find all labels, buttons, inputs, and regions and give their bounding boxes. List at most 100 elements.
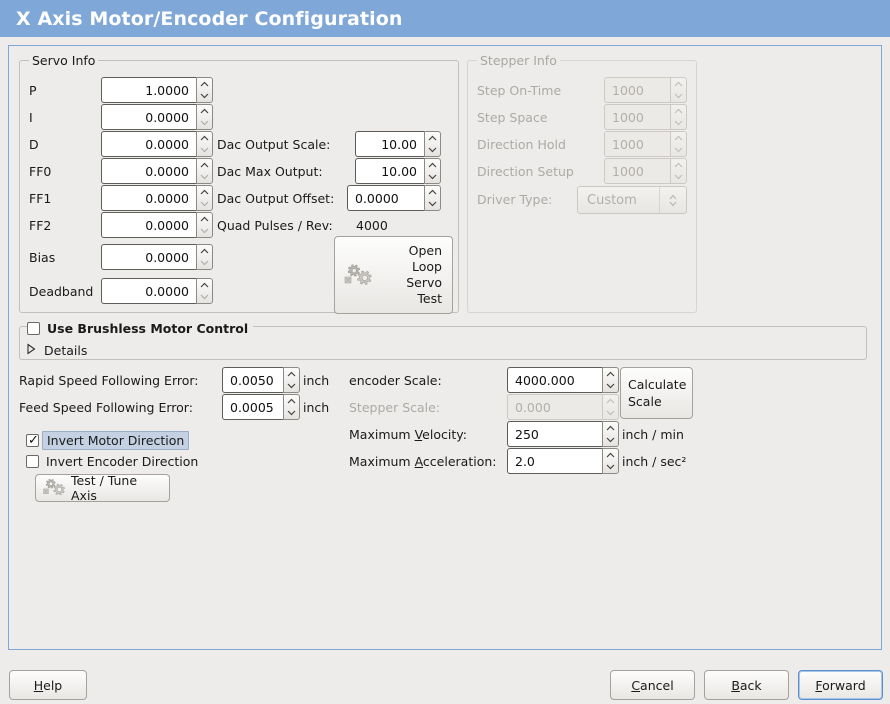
dac-output-offset-buttons[interactable] bbox=[424, 185, 441, 211]
spin-down-icon[interactable] bbox=[425, 198, 440, 210]
rapid-speed-following-error-spin[interactable]: 0.0050 bbox=[222, 367, 300, 393]
servo-spin-i-buttons[interactable] bbox=[196, 104, 213, 130]
checkbox-box[interactable] bbox=[26, 455, 39, 468]
spin-down-icon[interactable] bbox=[603, 461, 618, 473]
servo-spin-bias-buttons[interactable] bbox=[196, 244, 213, 270]
servo-spin-d-buttons[interactable] bbox=[196, 131, 213, 157]
back-button[interactable]: Back bbox=[704, 670, 789, 700]
spin-down-icon[interactable] bbox=[603, 380, 618, 392]
spin-up-icon[interactable] bbox=[603, 449, 618, 461]
feed-speed-following-error-value[interactable]: 0.0005 bbox=[222, 394, 283, 420]
max-velocity-pre: Maximum bbox=[349, 427, 415, 442]
spin-down-icon[interactable] bbox=[284, 407, 299, 419]
maximum-acceleration-value[interactable]: 2.0 bbox=[507, 448, 602, 474]
servo-spin-ff0[interactable]: 0.0000 bbox=[101, 158, 213, 184]
dac-output-scale-buttons[interactable] bbox=[424, 131, 441, 157]
servo-spin-deadband[interactable]: 0.0000 bbox=[101, 278, 213, 304]
stepper-scale-spin: 0.000 bbox=[507, 394, 619, 420]
spin-up-icon[interactable] bbox=[425, 159, 440, 171]
servo-spin-ff2-value[interactable]: 0.0000 bbox=[101, 212, 196, 238]
help-button[interactable]: Help bbox=[9, 670, 87, 700]
servo-spin-i[interactable]: 0.0000 bbox=[101, 104, 213, 130]
servo-spin-ff1-value[interactable]: 0.0000 bbox=[101, 185, 196, 211]
rapid-speed-following-error-value[interactable]: 0.0050 bbox=[222, 367, 283, 393]
servo-spin-ff2-buttons[interactable] bbox=[196, 212, 213, 238]
spin-up-icon[interactable] bbox=[425, 132, 440, 144]
spin-down-icon[interactable] bbox=[197, 291, 212, 303]
spin-down-icon[interactable] bbox=[197, 225, 212, 237]
triangle-right-icon[interactable] bbox=[26, 343, 36, 358]
maximum-velocity-buttons[interactable] bbox=[602, 421, 619, 447]
feed-speed-spin-buttons[interactable] bbox=[283, 394, 300, 420]
spin-up-icon[interactable] bbox=[284, 395, 299, 407]
dac-output-scale-value[interactable]: 10.00 bbox=[355, 131, 424, 157]
forward-button[interactable]: Forward bbox=[798, 670, 883, 700]
servo-spin-d-value[interactable]: 0.0000 bbox=[101, 131, 196, 157]
spin-down-icon[interactable] bbox=[425, 144, 440, 156]
use-brushless-motor-control-checkbox[interactable]: Use Brushless Motor Control bbox=[27, 321, 254, 336]
test-tune-axis-button[interactable]: Test / Tune Axis bbox=[35, 473, 170, 503]
servo-spin-ff0-value[interactable]: 0.0000 bbox=[101, 158, 196, 184]
servo-spin-p-buttons[interactable] bbox=[196, 77, 213, 103]
spin-down-icon[interactable] bbox=[197, 117, 212, 129]
dac-max-output-value[interactable]: 10.00 bbox=[355, 158, 424, 184]
spin-down-icon[interactable] bbox=[284, 380, 299, 392]
servo-spin-ff2[interactable]: 0.0000 bbox=[101, 212, 213, 238]
encoder-scale-buttons[interactable] bbox=[602, 367, 619, 393]
servo-spin-i-value[interactable]: 0.0000 bbox=[101, 104, 196, 130]
servo-label-p: P bbox=[29, 83, 37, 98]
servo-spin-d[interactable]: 0.0000 bbox=[101, 131, 213, 157]
dac-output-offset-value[interactable]: 0.0000 bbox=[347, 185, 424, 211]
spin-up-icon[interactable] bbox=[425, 186, 440, 198]
dac-output-offset-spin[interactable]: 0.0000 bbox=[347, 185, 441, 211]
spin-down-icon[interactable] bbox=[197, 257, 212, 269]
servo-spin-ff1-buttons[interactable] bbox=[196, 185, 213, 211]
servo-spin-bias[interactable]: 0.0000 bbox=[101, 244, 213, 270]
maximum-acceleration-spin[interactable]: 2.0 bbox=[507, 448, 619, 474]
invert-motor-direction-checkbox[interactable]: ✓ Invert Motor Direction bbox=[26, 431, 190, 450]
spin-up-icon[interactable] bbox=[197, 186, 212, 198]
spin-down-icon[interactable] bbox=[197, 171, 212, 183]
dac-max-output-buttons[interactable] bbox=[424, 158, 441, 184]
spin-down-icon[interactable] bbox=[197, 90, 212, 102]
servo-spin-ff0-buttons[interactable] bbox=[196, 158, 213, 184]
servo-spin-p-value[interactable]: 1.0000 bbox=[101, 77, 196, 103]
spin-up-icon[interactable] bbox=[197, 78, 212, 90]
spin-up-icon[interactable] bbox=[197, 279, 212, 291]
dac-output-scale-spin[interactable]: 10.00 bbox=[355, 131, 441, 157]
cancel-button[interactable]: Cancel bbox=[610, 670, 695, 700]
spin-up-icon[interactable] bbox=[197, 245, 212, 257]
spin-down-icon[interactable] bbox=[425, 171, 440, 183]
spin-up-icon[interactable] bbox=[197, 213, 212, 225]
dac-max-output-spin[interactable]: 10.00 bbox=[355, 158, 441, 184]
stepper-scale-label: Stepper Scale: bbox=[349, 400, 441, 415]
invert-encoder-direction-checkbox[interactable]: Invert Encoder Direction bbox=[26, 454, 198, 469]
checkbox-box[interactable] bbox=[27, 322, 40, 335]
maximum-acceleration-buttons[interactable] bbox=[602, 448, 619, 474]
checkbox-box[interactable]: ✓ bbox=[26, 434, 39, 447]
servo-spin-deadband-buttons[interactable] bbox=[196, 278, 213, 304]
servo-spin-ff1[interactable]: 0.0000 bbox=[101, 185, 213, 211]
spin-down-icon[interactable] bbox=[603, 434, 618, 446]
spin-up-icon[interactable] bbox=[603, 422, 618, 434]
calculate-scale-button[interactable]: Calculate Scale bbox=[620, 367, 693, 419]
feed-speed-following-error-spin[interactable]: 0.0005 bbox=[222, 394, 300, 420]
servo-spin-p[interactable]: 1.0000 bbox=[101, 77, 213, 103]
spin-up-icon[interactable] bbox=[197, 159, 212, 171]
spin-down-icon[interactable] bbox=[197, 144, 212, 156]
spin-down-icon[interactable] bbox=[197, 198, 212, 210]
servo-spin-deadband-value[interactable]: 0.0000 bbox=[101, 278, 196, 304]
spin-up-icon[interactable] bbox=[603, 368, 618, 380]
spin-up-icon[interactable] bbox=[197, 132, 212, 144]
details-expander[interactable]: Details bbox=[26, 343, 87, 358]
rapid-speed-spin-buttons[interactable] bbox=[283, 367, 300, 393]
maximum-velocity-spin[interactable]: 250 bbox=[507, 421, 619, 447]
open-loop-servo-test-button[interactable]: Open Loop Servo Test bbox=[334, 236, 453, 314]
maximum-velocity-value[interactable]: 250 bbox=[507, 421, 602, 447]
servo-spin-bias-value[interactable]: 0.0000 bbox=[101, 244, 196, 270]
spin-up-icon[interactable] bbox=[284, 368, 299, 380]
spin-up-icon[interactable] bbox=[197, 105, 212, 117]
encoder-scale-value[interactable]: 4000.000 bbox=[507, 367, 602, 393]
encoder-scale-spin[interactable]: 4000.000 bbox=[507, 367, 619, 393]
forward-mnemonic: F bbox=[815, 677, 823, 693]
